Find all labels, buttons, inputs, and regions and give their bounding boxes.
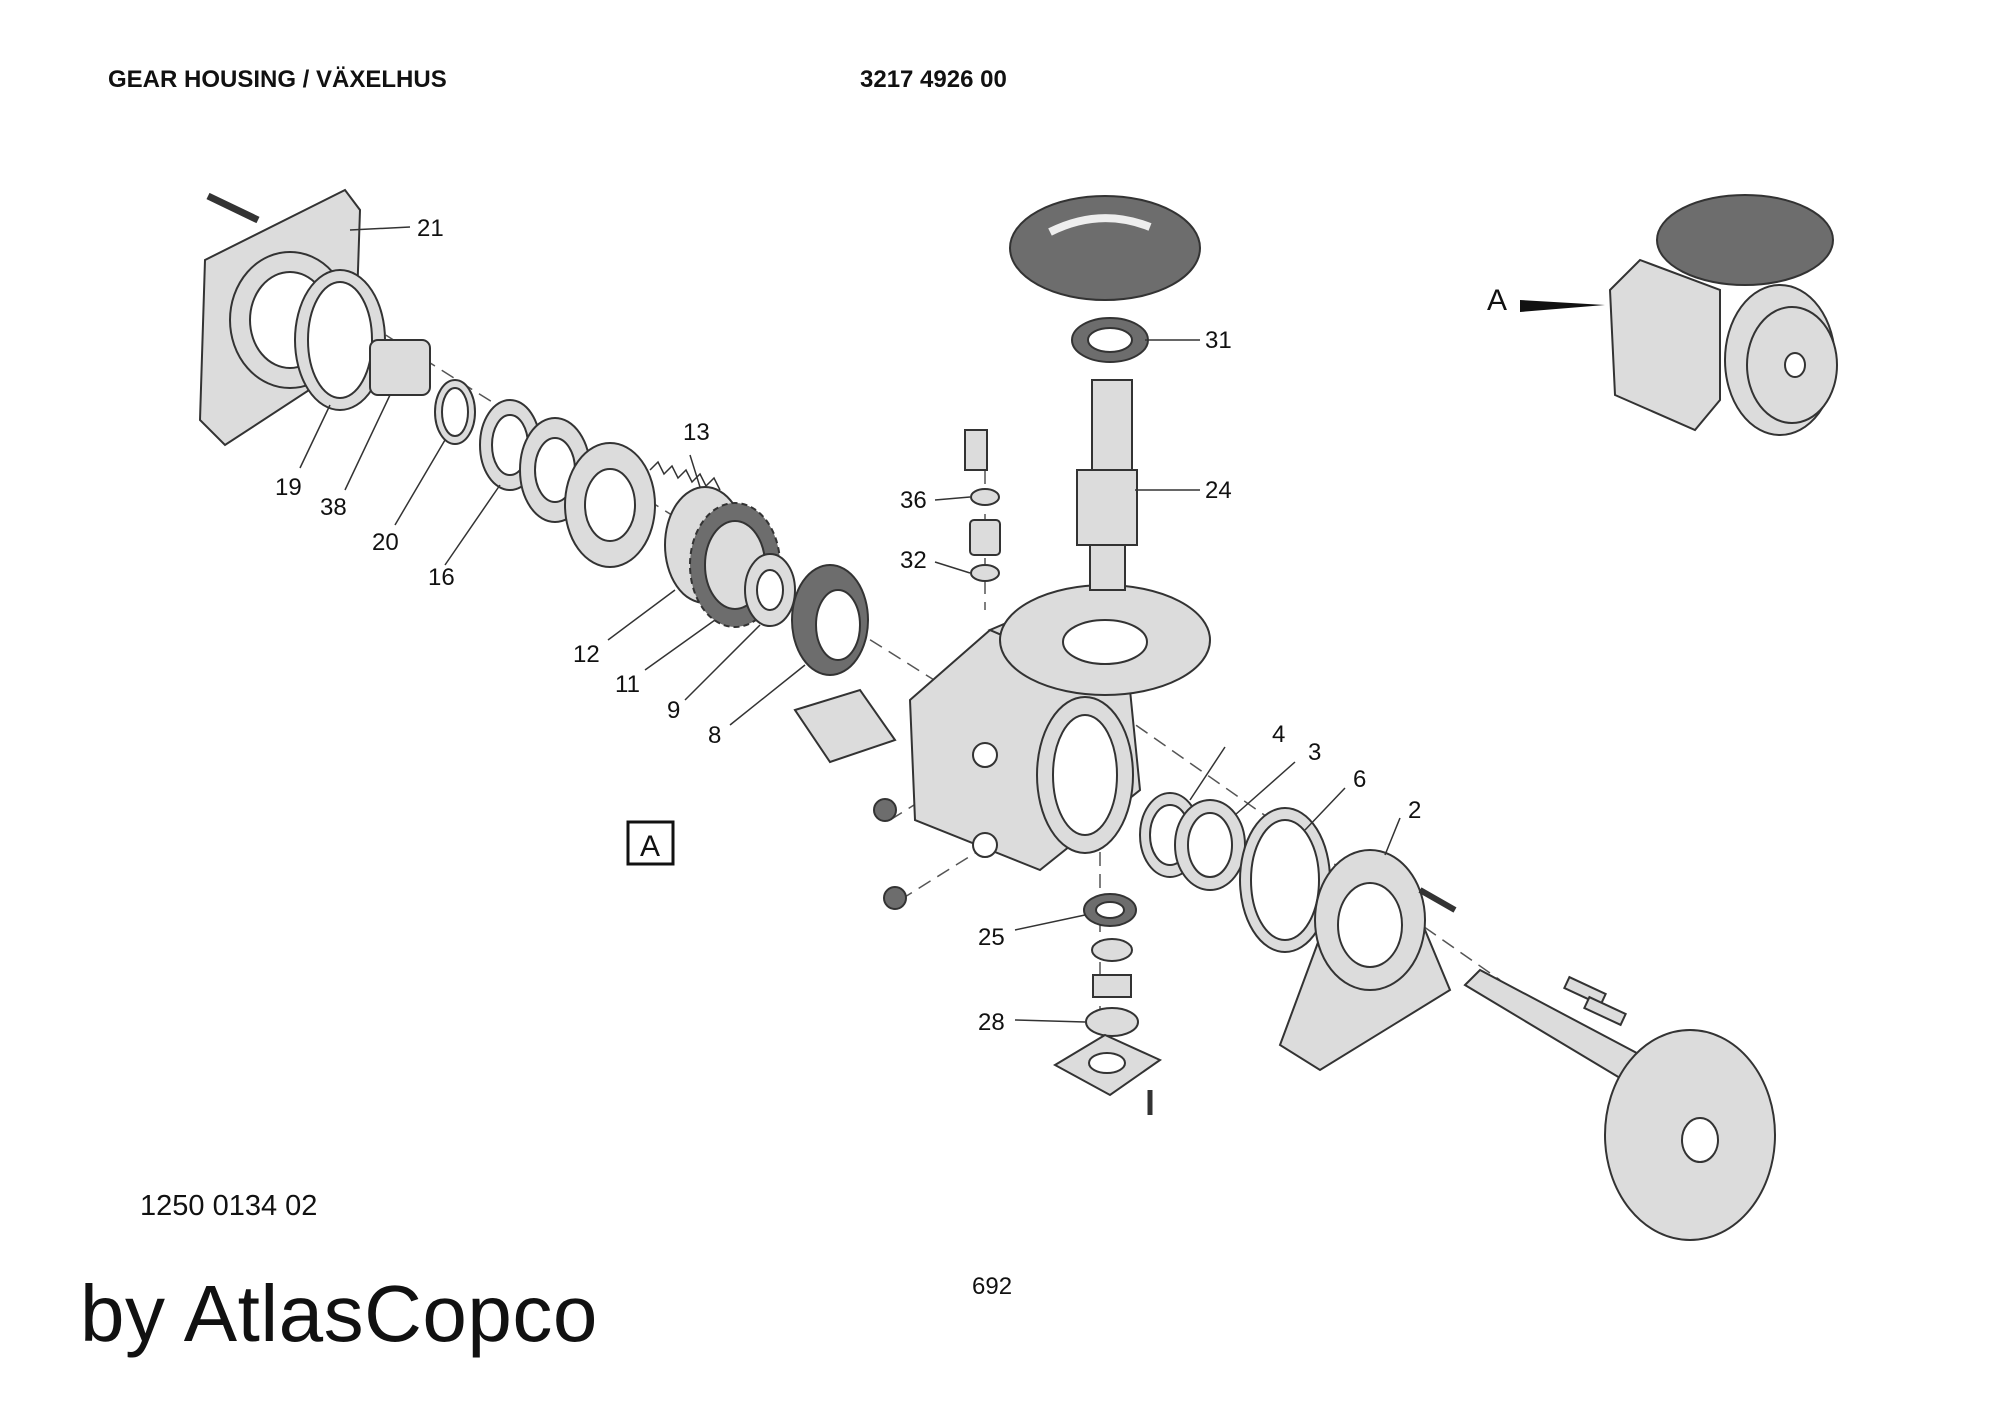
perforated-disc-hole xyxy=(584,468,636,542)
nut xyxy=(1092,974,1132,998)
callout-38: 38 xyxy=(320,494,347,521)
callout-28: 28 xyxy=(978,1009,1005,1036)
inset-assembly-view xyxy=(1608,194,1838,436)
view-box-label: A xyxy=(640,830,660,863)
nameplate xyxy=(793,688,897,764)
shaft-part-24 xyxy=(1076,379,1138,591)
callout-8: 8 xyxy=(708,722,721,749)
key xyxy=(1583,995,1627,1027)
bearing-bracket-part-2 xyxy=(1278,849,1452,1072)
ring-hole xyxy=(441,387,469,437)
view-arrow-icon xyxy=(1520,300,1605,312)
ring xyxy=(1091,938,1133,962)
bushing-part-38 xyxy=(369,339,431,396)
seal-hole xyxy=(815,589,861,661)
callout-25: 25 xyxy=(978,924,1005,951)
callout-21: 21 xyxy=(417,215,444,242)
rotation-arrow-icon xyxy=(1048,214,1152,236)
seal-hole xyxy=(1087,327,1133,353)
callout-36: 36 xyxy=(900,487,927,514)
spring-part-13 xyxy=(649,460,721,491)
callout-9: 9 xyxy=(667,697,680,724)
page-title: GEAR HOUSING / VÄXELHUS xyxy=(108,66,447,93)
breather-part-36 xyxy=(964,429,988,471)
cover-disc xyxy=(1009,195,1201,301)
bolt xyxy=(1418,887,1457,913)
seal-hole xyxy=(1095,901,1125,919)
callout-16: 16 xyxy=(428,564,455,591)
o-ring-part-28 xyxy=(1085,1007,1139,1037)
callout-11: 11 xyxy=(615,671,640,698)
callout-12: 12 xyxy=(573,641,600,668)
callout-24: 24 xyxy=(1205,477,1232,504)
callout-6: 6 xyxy=(1353,766,1366,793)
drawing-reference: 1250 0134 02 xyxy=(140,1190,318,1222)
hub-hole xyxy=(756,569,784,611)
callout-13: 13 xyxy=(683,419,710,446)
callout-3: 3 xyxy=(1308,739,1321,766)
callout-32: 32 xyxy=(900,547,927,574)
bearing-hole xyxy=(1187,812,1233,878)
gear-housing xyxy=(908,584,1211,872)
key xyxy=(1563,975,1607,1007)
view-box xyxy=(626,820,675,866)
leader-lines xyxy=(299,226,1401,1023)
brand-watermark: by AtlasCopco xyxy=(80,1269,598,1358)
breather-bushing xyxy=(969,519,1001,556)
plug xyxy=(873,798,897,822)
axis-line xyxy=(329,299,951,691)
callout-20: 20 xyxy=(372,529,399,556)
view-label: A xyxy=(1487,284,1507,317)
callout-31: 31 xyxy=(1205,327,1232,354)
part-number: 3217 4926 00 xyxy=(860,66,1007,93)
gasket-hole xyxy=(1250,819,1320,941)
bottom-cover-hole xyxy=(1088,1052,1126,1074)
callout-4: 4 xyxy=(1272,721,1285,748)
output-shaft-flange xyxy=(1463,968,1776,1241)
callout-2: 2 xyxy=(1408,797,1421,824)
o-ring-36 xyxy=(970,488,1000,506)
plug xyxy=(883,886,907,910)
gasket-hole xyxy=(307,281,373,399)
callout-19: 19 xyxy=(275,474,302,501)
page-number: 692 xyxy=(972,1273,1013,1300)
axis-line xyxy=(899,849,981,901)
o-ring-part-32 xyxy=(970,564,1000,582)
